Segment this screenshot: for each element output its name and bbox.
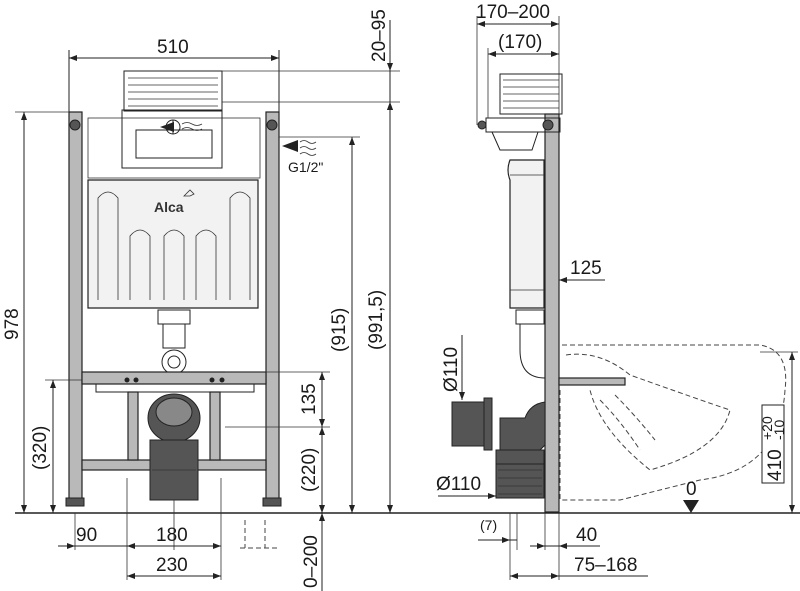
- connection-label: G1/2": [288, 159, 323, 175]
- actuator-grille: [123, 70, 223, 112]
- dim-170-200: 170–200: [476, 2, 550, 23]
- water-inlet-arrow: [160, 122, 174, 132]
- brand-logo: Alca: [154, 199, 184, 215]
- side-dimensions: 170–200 (170) 125 Ø110 Ø110 (7) 40: [436, 2, 798, 580]
- dim-75-168: 75–168: [574, 555, 637, 576]
- dim-978: 978: [2, 308, 23, 340]
- dim-zero: 0: [686, 479, 697, 500]
- dim-7: (7): [480, 517, 497, 533]
- side-post: [544, 113, 560, 513]
- dim-991-5: (991,5): [366, 290, 387, 350]
- side-tank: [507, 159, 545, 309]
- zero-marker: [683, 500, 699, 513]
- left-post: [68, 111, 83, 506]
- side-actuator-box: [499, 73, 563, 115]
- dim-20-95: 20–95: [369, 9, 390, 62]
- right-post: [265, 111, 280, 506]
- dim-915: (915): [329, 308, 350, 352]
- dim-width-510: 510: [157, 37, 189, 58]
- dim-220: (220): [299, 448, 320, 492]
- dim-320: (320): [30, 426, 51, 470]
- dim-170: (170): [498, 32, 542, 53]
- toilet-bowl-outline: [562, 344, 787, 501]
- dim-230: 230: [156, 555, 188, 576]
- front-dimensions: 510 20–95 (991,5) (915) G1/2" 135 (220): [2, 9, 400, 591]
- dim-0-200: 0–200: [301, 535, 322, 588]
- dim-dia110-top: Ø110: [441, 347, 462, 392]
- dim-135: 135: [299, 383, 320, 415]
- cistern-tank: [87, 179, 259, 309]
- dim-dia110-bottom: Ø110: [436, 474, 481, 495]
- side-view: 0: [451, 73, 787, 513]
- dim-tol-plus: +20: [759, 416, 775, 440]
- front-view: Alca: [65, 70, 282, 549]
- dim-125: 125: [570, 258, 602, 279]
- inlet-arrow-icon: [282, 140, 298, 152]
- dim-tol-minus: -10: [771, 420, 787, 440]
- dim-180: 180: [156, 525, 188, 546]
- dim-410: 410: [765, 449, 786, 481]
- dim-40: 40: [576, 525, 597, 546]
- side-drain-elbow: [499, 401, 546, 451]
- dim-90: 90: [76, 525, 97, 546]
